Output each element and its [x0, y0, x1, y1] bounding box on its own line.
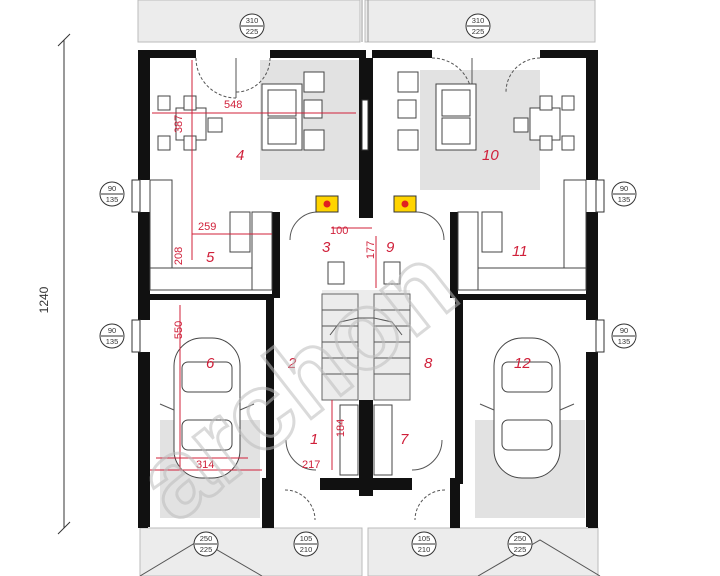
dim-217: 217 [302, 459, 320, 471]
dim-184: 184 [335, 419, 347, 437]
furniture [149, 71, 587, 476]
room-1: 1 [310, 431, 318, 448]
opening-bottom-dr: 105 210 [411, 531, 437, 557]
svg-text:135: 135 [106, 337, 119, 346]
dimension-values: 548 387 259 208 100 177 550 184 217 314 [173, 99, 377, 471]
svg-text:210: 210 [418, 545, 431, 554]
svg-text:225: 225 [514, 545, 527, 554]
opening-callouts: 310 225 310 225 90 135 90 135 90 135 [99, 13, 637, 557]
opening-bottom-gl: 250 225 [193, 531, 219, 557]
walls [131, 50, 605, 528]
svg-text:135: 135 [618, 337, 631, 346]
svg-text:310: 310 [246, 16, 259, 25]
dim-208: 208 [173, 247, 185, 265]
room-3: 3 [322, 239, 331, 256]
opening-top-right: 310 225 [465, 13, 491, 39]
dim-177: 177 [365, 241, 377, 259]
opening-right-1: 90 135 [611, 181, 637, 207]
svg-text:105: 105 [418, 534, 431, 543]
room-7: 7 [400, 431, 409, 448]
opening-bottom-gr: 250 225 [507, 531, 533, 557]
room-2: 2 [287, 355, 297, 372]
opening-top-left: 310 225 [239, 13, 265, 39]
svg-text:90: 90 [620, 184, 628, 193]
room-numbers: 4 10 3 9 5 11 6 12 2 8 1 7 [206, 147, 531, 448]
opening-left-1: 90 135 [99, 181, 125, 207]
opening-bottom-dl: 105 210 [293, 531, 319, 557]
room-5: 5 [206, 249, 215, 266]
overall-dimension: 1240 [37, 33, 71, 535]
opening-right-2: 90 135 [611, 323, 637, 349]
svg-text:225: 225 [246, 27, 259, 36]
dim-overall: 1240 [37, 286, 51, 313]
room-8: 8 [424, 355, 433, 372]
room-4: 4 [236, 147, 244, 164]
armchair-left [303, 71, 325, 93]
svg-text:225: 225 [200, 545, 213, 554]
svg-text:135: 135 [106, 195, 119, 204]
dim-387: 387 [173, 115, 185, 133]
armchair-right [397, 71, 419, 93]
svg-text:225: 225 [472, 27, 485, 36]
room-11: 11 [512, 243, 528, 260]
dim-259: 259 [198, 221, 216, 233]
svg-text:250: 250 [514, 534, 527, 543]
dim-100: 100 [330, 225, 348, 237]
dim-314: 314 [196, 459, 214, 471]
svg-text:90: 90 [108, 326, 116, 335]
svg-text:105: 105 [300, 534, 313, 543]
svg-text:310: 310 [472, 16, 485, 25]
svg-text:90: 90 [108, 184, 116, 193]
svg-text:210: 210 [300, 545, 313, 554]
room-12: 12 [514, 355, 531, 372]
room-10: 10 [482, 147, 499, 164]
svg-text:90: 90 [620, 326, 628, 335]
svg-text:135: 135 [618, 195, 631, 204]
dim-548: 548 [224, 99, 242, 111]
room-9: 9 [386, 239, 395, 256]
dimension-lines [150, 60, 377, 471]
dim-550: 550 [173, 321, 185, 339]
staircase [321, 293, 411, 401]
svg-text:250: 250 [200, 534, 213, 543]
car-right [479, 337, 575, 479]
car-left [159, 337, 255, 479]
room-6: 6 [206, 355, 215, 372]
opening-left-2: 90 135 [99, 323, 125, 349]
dining-table-right [529, 107, 561, 141]
